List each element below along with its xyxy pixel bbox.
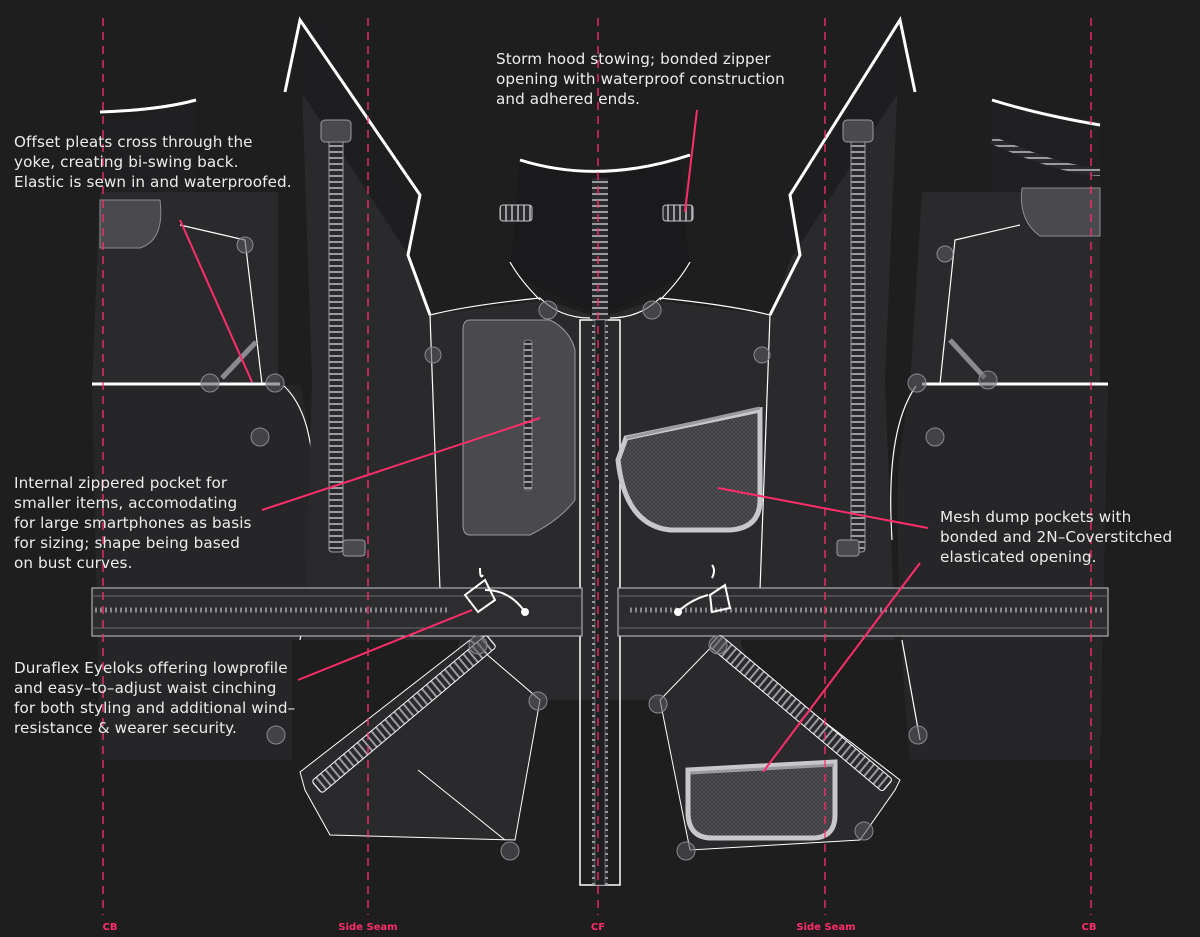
guide-label-side-seam-right: Side Seam — [796, 922, 856, 933]
annotation-line: elasticated opening. — [940, 548, 1097, 566]
annotation-line: opening with waterproof construction — [496, 70, 785, 88]
mesh-dump-pocket-lower — [685, 759, 838, 841]
guide-label-cb-left: CB — [102, 922, 118, 933]
leader-mesh-lower — [762, 562, 921, 773]
duraflex-eyeloks — [463, 564, 732, 616]
annotation-line: and easy–to–adjust waist cinching — [14, 679, 277, 697]
leader-internal-pocket — [261, 417, 541, 511]
leader-eyeloks — [297, 609, 473, 681]
annotation-internal-pocket: Internal zippered pocket for smaller ite… — [14, 473, 252, 573]
annotation-line: bonded and 2N–Coverstitched — [940, 528, 1173, 546]
annotation-mesh-pockets: Mesh dump pockets with bonded and 2N–Cov… — [940, 507, 1172, 567]
construction-guides — [102, 18, 1092, 915]
annotation-line: Offset pleats cross through the — [14, 133, 253, 151]
annotation-eyeloks: Duraflex Eyeloks offering lowprofile and… — [14, 658, 295, 738]
waistband — [91, 587, 1109, 637]
guide-label-side-seam-left: Side Seam — [338, 922, 398, 933]
annotation-line: Mesh dump pockets with — [940, 508, 1132, 526]
annotation-line: smaller items, accomodating — [14, 494, 238, 512]
annotation-line: resistance & wearer security. — [14, 719, 237, 737]
annotation-yoke-pleats: Offset pleats cross through the yoke, cr… — [14, 132, 292, 192]
annotation-line: Storm hood stowing; bonded zipper — [496, 50, 771, 68]
seam-markers — [200, 236, 998, 861]
left-pit-zip — [320, 119, 366, 557]
annotation-line: Internal zippered pocket for — [14, 474, 228, 492]
annotation-line: on bust curves. — [14, 554, 133, 572]
leader-storm-hood — [684, 109, 698, 213]
internal-zippered-pocket — [462, 319, 576, 536]
annotation-line: and adhered ends. — [496, 90, 641, 108]
annotation-line: yoke, creating bi-swing back. — [14, 153, 239, 171]
annotation-line: Elastic is sewn in and waterproofed. — [14, 173, 292, 191]
outlines — [283, 16, 917, 591]
lower-pocket-left — [299, 635, 541, 841]
annotation-line: for large smartphones as basis — [14, 514, 252, 532]
leader-lines — [179, 109, 929, 773]
leader-mesh-upper — [717, 487, 929, 529]
annotation-storm-hood: Storm hood stowing; bonded zipper openin… — [496, 49, 785, 109]
back-panel-right — [890, 98, 1108, 760]
leader-yoke-pleats — [179, 219, 253, 383]
annotation-line: Duraflex Eyeloks offering lowprofile — [14, 659, 288, 677]
guide-label-cb-right: CB — [1081, 922, 1097, 933]
guide-label-cf: CF — [590, 922, 606, 933]
mesh-dump-pocket-upper — [615, 406, 763, 533]
annotation-line: for both styling and additional wind– — [14, 699, 296, 717]
annotation-line: for sizing; shape being based — [14, 534, 240, 552]
right-pit-zip — [836, 119, 874, 557]
